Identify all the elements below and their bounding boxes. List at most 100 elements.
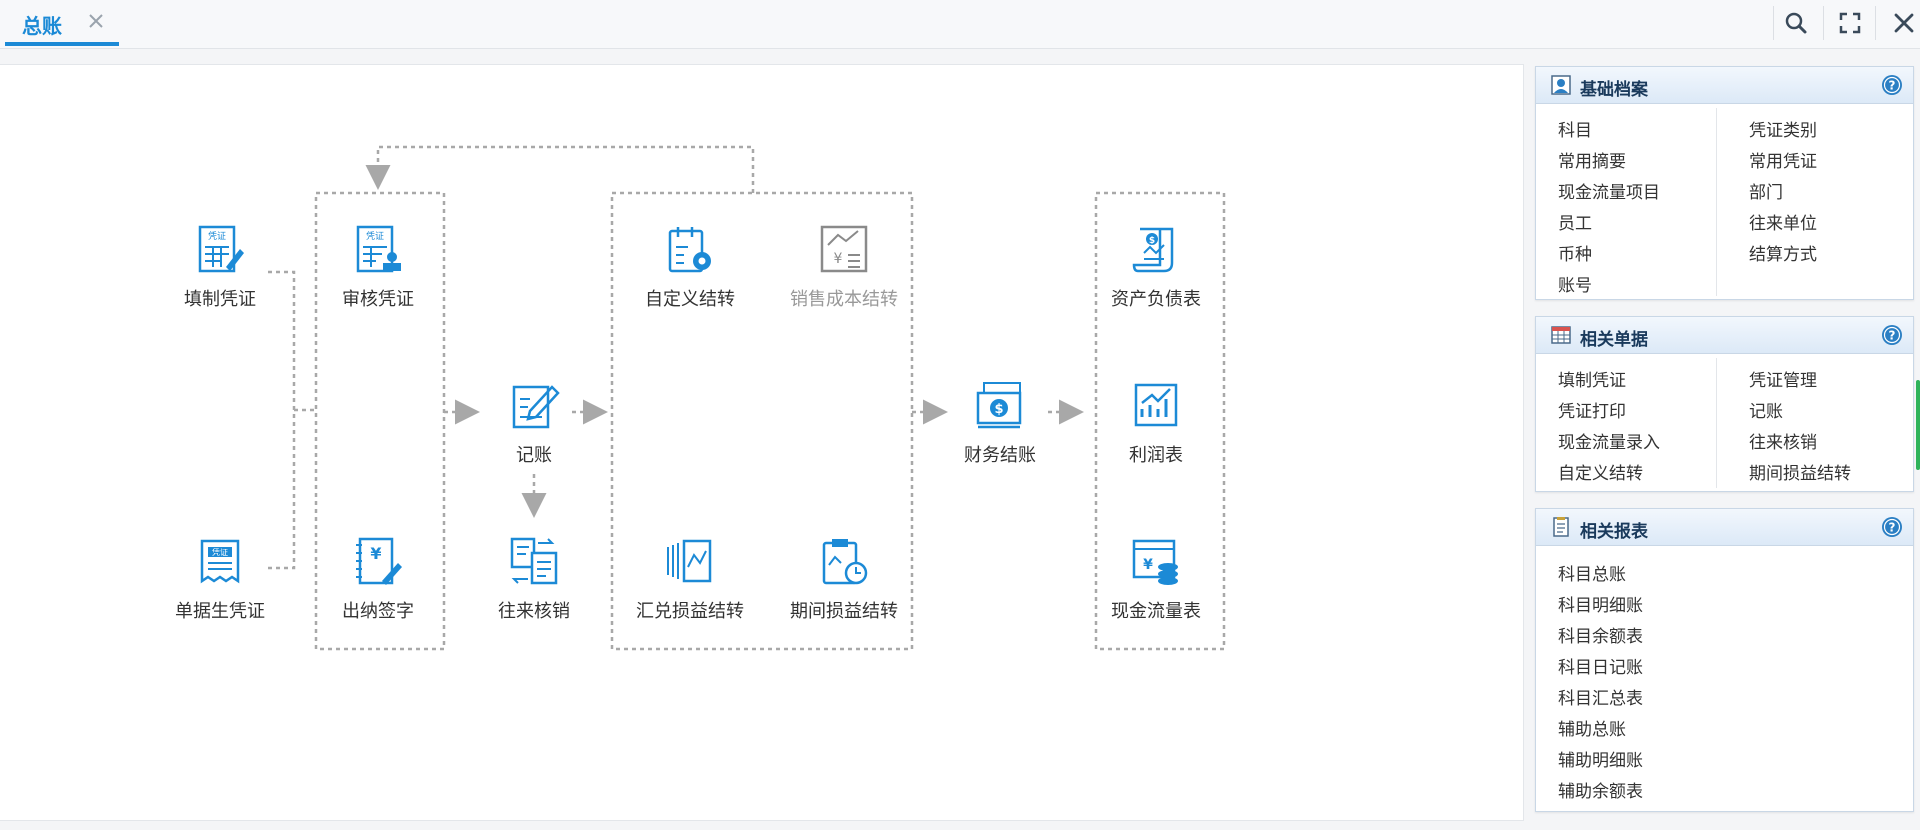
node-bill-voucher[interactable]: 凭证 单据生凭证 [150, 535, 290, 635]
link-voucher-type[interactable]: 凭证类别 [1749, 121, 1817, 141]
link-department[interactable]: 部门 [1749, 183, 1783, 203]
fullscreen-icon[interactable] [1835, 8, 1865, 38]
svg-text:?: ? [1889, 521, 1896, 535]
node-label: 单据生凭证 [175, 601, 265, 622]
link-subject-ledger[interactable]: 科目总账 [1558, 565, 1626, 585]
link-cashflow-item[interactable]: 现金流量项目 [1558, 183, 1660, 203]
voucher-edit-icon: 凭证 [198, 225, 244, 273]
link-subject-summary[interactable]: 科目汇总表 [1558, 689, 1643, 709]
svg-text:凭证: 凭证 [366, 230, 384, 242]
node-closing[interactable]: $ 财务结账 [930, 379, 1070, 479]
svg-text:凭证: 凭证 [212, 547, 228, 557]
panel-body: 科目总账 科目明细账 科目余额表 科目日记账 科目汇总表 辅助总账 辅助明细账 … [1536, 546, 1913, 812]
posting-pencil-icon [512, 385, 560, 429]
scroll-indicator[interactable] [1916, 380, 1920, 470]
help-icon[interactable]: ? [1881, 324, 1903, 346]
node-posting[interactable]: 记账 [464, 379, 604, 479]
help-icon[interactable]: ? [1881, 516, 1903, 538]
link-fill-voucher[interactable]: 填制凭证 [1558, 371, 1626, 391]
tab-general-ledger[interactable]: 总账 [5, 0, 119, 46]
money-closing-icon: $ [976, 382, 1022, 429]
link-period-transfer[interactable]: 期间损益结转 [1749, 464, 1851, 484]
node-audit-voucher[interactable]: 凭证 审核凭证 [308, 223, 448, 323]
report-document-icon [1553, 517, 1569, 537]
link-common-summary[interactable]: 常用摘要 [1558, 152, 1626, 172]
node-label: 利润表 [1129, 445, 1183, 466]
node-label: 记账 [516, 445, 552, 466]
group-box-audit [314, 191, 446, 651]
cashflow-coins-icon: ¥ [1132, 539, 1178, 585]
node-period-transfer[interactable]: 期间损益结转 [774, 535, 914, 635]
panel-header: 相关报表 ? [1536, 509, 1913, 546]
link-account-subject[interactable]: 科目 [1558, 121, 1592, 141]
node-label: 资产负债表 [1111, 289, 1201, 310]
panel-related-reports: 相关报表 ? 科目总账 科目明细账 科目余额表 科目日记账 科目汇总表 辅助总账… [1535, 508, 1914, 812]
link-employee[interactable]: 员工 [1558, 214, 1592, 234]
reconcile-icon [510, 537, 558, 585]
tab-close-icon[interactable] [87, 12, 105, 30]
link-custom-transfer[interactable]: 自定义结转 [1558, 464, 1643, 484]
svg-text:¥: ¥ [1143, 557, 1153, 573]
panel-title: 相关单据 [1580, 330, 1648, 350]
link-account-number[interactable]: 账号 [1558, 276, 1592, 296]
fx-transfer-icon [667, 539, 712, 583]
node-label: 填制凭证 [184, 289, 256, 310]
link-subject-balance[interactable]: 科目余额表 [1558, 627, 1643, 647]
link-subject-journal[interactable]: 科目日记账 [1558, 658, 1643, 678]
link-settlement-method[interactable]: 结算方式 [1749, 245, 1817, 265]
node-fx-transfer[interactable]: 汇兑损益结转 [620, 535, 760, 635]
svg-text:$: $ [994, 402, 1003, 417]
link-cashflow-entry[interactable]: 现金流量录入 [1558, 433, 1660, 453]
link-posting[interactable]: 记账 [1749, 402, 1783, 422]
custom-transfer-icon [668, 227, 711, 273]
node-label: 审核凭证 [342, 289, 414, 310]
svg-text:¥: ¥ [834, 251, 843, 267]
link-aux-ledger[interactable]: 辅助总账 [1558, 720, 1626, 740]
top-tab-bar: 总账 [0, 0, 1920, 49]
node-fill-voucher[interactable]: 凭证 填制凭证 [150, 223, 290, 323]
link-currency[interactable]: 币种 [1558, 245, 1592, 265]
panel-body: 科目 常用摘要 现金流量项目 员工 币种 账号 凭证类别 常用凭证 部门 往来单… [1536, 104, 1913, 300]
svg-text:$: $ [1149, 236, 1155, 246]
node-income-statement[interactable]: 利润表 [1086, 379, 1226, 479]
node-balance-sheet[interactable]: $ 资产负债表 [1086, 223, 1226, 323]
node-reconcile[interactable]: 往来核销 [464, 535, 604, 635]
svg-text:?: ? [1889, 329, 1896, 343]
search-icon[interactable] [1781, 8, 1811, 38]
link-voucher-management[interactable]: 凭证管理 [1749, 371, 1817, 391]
link-aux-detail[interactable]: 辅助明细账 [1558, 751, 1643, 771]
node-sales-cost-transfer[interactable]: ¥ 销售成本结转 [774, 223, 914, 323]
node-label: 期间损益结转 [790, 601, 898, 622]
node-label: 出纳签字 [342, 601, 414, 622]
node-cashier-sign[interactable]: ¥ 出纳签字 [308, 535, 448, 635]
link-reconcile[interactable]: 往来核销 [1749, 433, 1817, 453]
voucher-stamp-icon: 凭证 [356, 225, 401, 273]
tab-label: 总账 [22, 14, 62, 38]
node-custom-transfer[interactable]: 自定义结转 [620, 223, 760, 323]
link-subject-detail[interactable]: 科目明细账 [1558, 596, 1643, 616]
link-common-voucher[interactable]: 常用凭证 [1749, 152, 1817, 172]
connector-feedback-loop [365, 145, 755, 193]
help-icon[interactable]: ? [1881, 74, 1903, 96]
svg-text:凭证: 凭证 [208, 230, 226, 242]
column-divider [1716, 108, 1717, 296]
panel-header: 基础档案 ? [1536, 67, 1913, 104]
group-box-reports [1094, 191, 1226, 651]
node-label: 自定义结转 [645, 289, 735, 310]
link-voucher-print[interactable]: 凭证打印 [1558, 402, 1626, 422]
period-transfer-clock-icon [822, 539, 868, 585]
close-icon[interactable] [1889, 8, 1919, 38]
panel-header: 相关单据 ? [1536, 317, 1913, 354]
node-cashflow-statement[interactable]: ¥ 现金流量表 [1086, 535, 1226, 635]
panel-basic-files: 基础档案 ? 科目 常用摘要 现金流量项目 员工 币种 账号 凭证类别 常用凭证… [1535, 66, 1914, 300]
svg-text:?: ? [1889, 79, 1896, 93]
node-label: 现金流量表 [1111, 601, 1201, 622]
node-label: 财务结账 [964, 445, 1036, 466]
toolbar-separator [1823, 6, 1824, 40]
link-counterparty[interactable]: 往来单位 [1749, 214, 1817, 234]
toolbar-separator [1773, 6, 1774, 40]
link-aux-balance[interactable]: 辅助余额表 [1558, 782, 1643, 802]
sales-cost-chart-icon: ¥ [820, 225, 868, 273]
balance-sheet-scroll-icon: $ [1132, 227, 1174, 273]
table-grid-icon [1551, 326, 1571, 344]
